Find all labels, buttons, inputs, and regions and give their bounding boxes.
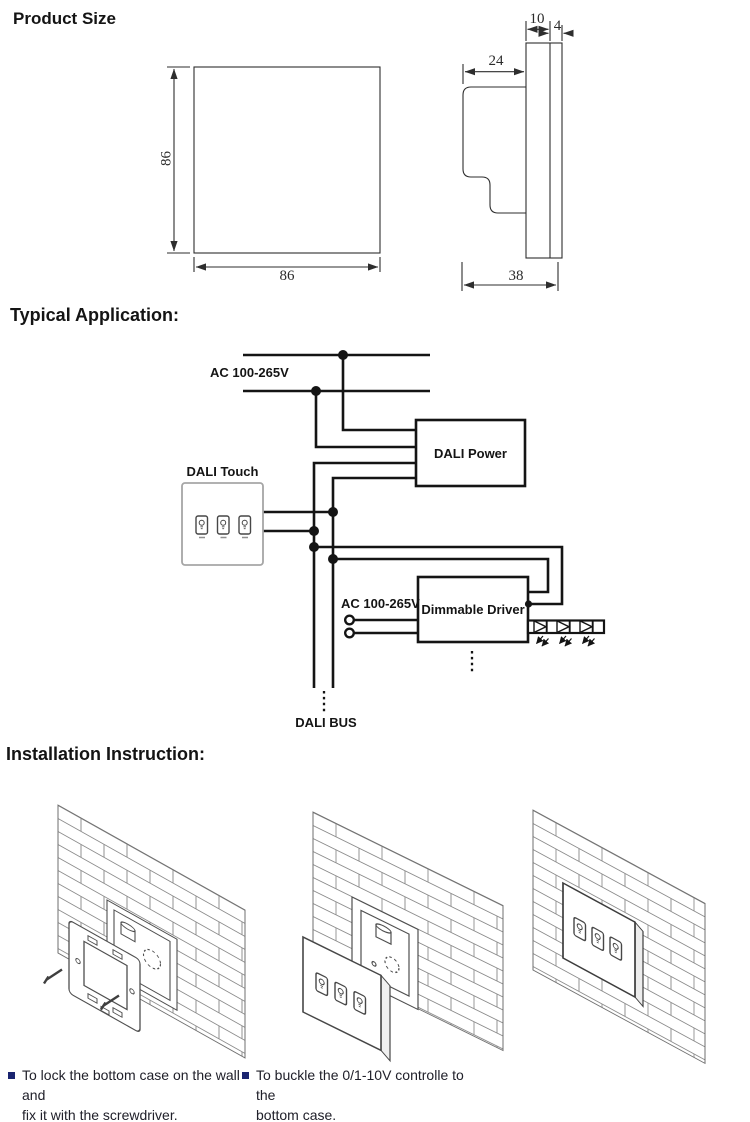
total-depth-dim-label: 38 bbox=[508, 268, 524, 284]
instruction-1-line-1: To lock the bottom case on the wall and bbox=[22, 1067, 240, 1103]
figure-install-step3 bbox=[532, 809, 706, 1065]
instruction-item-1: To lock the bottom case on the wall and … bbox=[8, 1066, 240, 1122]
ac-terminal-icons bbox=[344, 614, 356, 639]
installation-instruction-heading: Installation Instruction: bbox=[6, 744, 206, 764]
front-view-drawing bbox=[167, 66, 381, 272]
ac-mains-label: AC 100-265V bbox=[210, 365, 289, 380]
front-width-dim-label: 86 bbox=[279, 268, 295, 284]
instruction-item-2: To buckle the 0/1-10V controlle to the b… bbox=[242, 1066, 464, 1122]
back-depth-dim-label: 24 bbox=[488, 53, 504, 69]
dotted-continuation-lines bbox=[322, 651, 474, 714]
body-depth-dim-label: 10 bbox=[529, 11, 545, 27]
junction-dots bbox=[309, 350, 533, 608]
glass-thickness-dim-label: 4 bbox=[553, 18, 562, 34]
led-strip-drawing bbox=[526, 619, 606, 647]
figure-install-step2 bbox=[302, 811, 504, 1063]
bullet-square-icon bbox=[242, 1072, 249, 1079]
figure-install-step1 bbox=[42, 804, 246, 1059]
wiring-diagram bbox=[243, 353, 564, 688]
driver-ac-label: AC 100-265V bbox=[341, 596, 420, 611]
led-diode-icon bbox=[533, 619, 594, 634]
dali-power-box bbox=[414, 418, 527, 488]
side-view-drawing bbox=[461, 21, 574, 291]
front-height-dim-label: 86 bbox=[158, 151, 175, 166]
bulb-icon bbox=[195, 515, 252, 535]
instruction-2-line-2: bottom case. bbox=[256, 1106, 337, 1122]
dali-bus-label: DALI BUS bbox=[295, 715, 357, 730]
dali-touch-panel-drawing bbox=[181, 482, 264, 566]
dimmable-driver-label: Dimmable Driver bbox=[421, 602, 525, 617]
screw-icon bbox=[42, 968, 120, 1011]
dali-touch-label: DALI Touch bbox=[186, 464, 259, 479]
typical-application-heading: Typical Application: bbox=[10, 305, 180, 325]
dali-power-label: DALI Power bbox=[434, 445, 507, 461]
bullet-square-icon bbox=[8, 1072, 15, 1079]
instruction-1-line-2: fix it with the screwdriver. bbox=[22, 1106, 178, 1122]
instruction-2-line-1: To buckle the 0/1-10V controlle to the bbox=[256, 1067, 464, 1103]
product-size-heading: Product Size bbox=[13, 9, 116, 28]
dimmable-driver-box bbox=[416, 575, 530, 644]
